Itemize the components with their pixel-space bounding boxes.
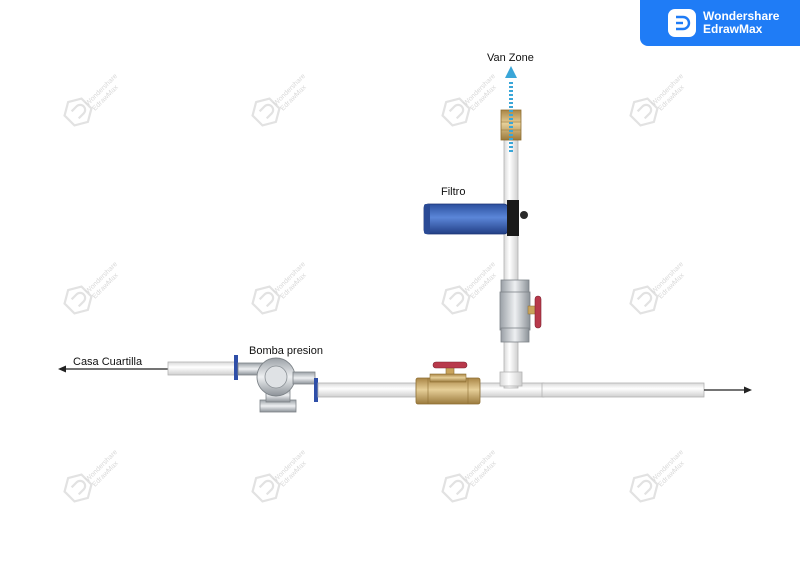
brand-badge[interactable]: Wondershare EdrawMax [640, 0, 800, 46]
riser-pipe [503, 139, 519, 389]
watermark-layer: Wondershare EdrawMax Wondershare EdrawMa… [58, 73, 686, 508]
water-filter [423, 200, 528, 236]
flow-arrow-up [505, 66, 517, 152]
tee-fitting [499, 371, 523, 387]
outlet-arrow-left [58, 365, 168, 373]
label-casa-cuartilla: Casa Cuartilla [73, 356, 143, 368]
main-pipe-segment [317, 382, 417, 398]
brand-line-1: Wondershare [703, 9, 780, 23]
brand-line-2: EdrawMax [703, 22, 763, 36]
inlet-pipe [167, 361, 237, 376]
gate-valve-riser [499, 279, 542, 343]
pump-outlet-flange [234, 355, 238, 380]
pressure-pump [237, 357, 318, 413]
brand-text: Wondershare EdrawMax [703, 10, 779, 36]
outlet-arrow-right [704, 386, 752, 394]
label-bomba-presion: Bomba presion [249, 345, 323, 357]
edrawmax-logo-icon [668, 9, 696, 37]
label-van-zone: Van Zone [487, 52, 534, 64]
gate-valve-main [415, 361, 481, 405]
main-pipe-segment [541, 382, 705, 398]
label-filtro: Filtro [441, 186, 465, 198]
